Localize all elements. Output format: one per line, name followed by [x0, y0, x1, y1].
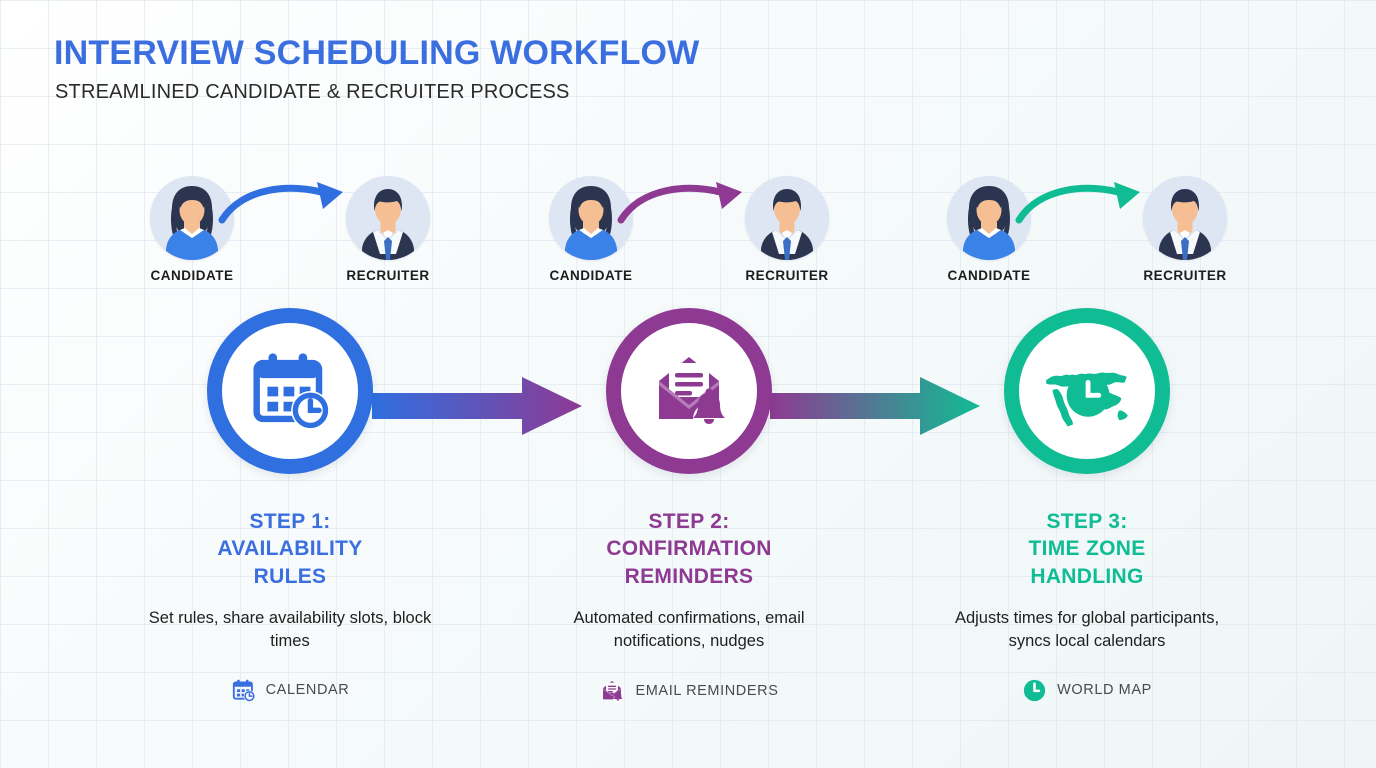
page-title: INTERVIEW SCHEDULING WORKFLOW — [54, 34, 700, 72]
avatar-pair-2: CANDIDATE RECRUITER — [519, 176, 859, 300]
step-title-line2: TIME ZONE — [1028, 537, 1146, 561]
footer-label: WORLD MAP — [1057, 682, 1152, 699]
footer-label: CALENDAR — [265, 682, 350, 699]
step-ring — [1004, 308, 1170, 474]
step-description-1: Set rules, share availability slots, blo… — [148, 608, 432, 651]
step-title-line2: CONFIRMATION — [606, 537, 772, 561]
recruiter-2: RECRUITER — [745, 176, 829, 283]
envelope-bell-icon — [659, 357, 725, 435]
candidate-label: CANDIDATE — [947, 268, 1031, 283]
step-title-2: STEP 2: CONFIRMATION REMINDERS — [519, 508, 859, 590]
calendar-clock-icon — [247, 348, 333, 434]
calendar-clock-icon — [232, 678, 256, 703]
step-title-line3: HANDLING — [1030, 564, 1144, 588]
step-footer-1: CALENDAR — [120, 678, 460, 703]
avatar — [1143, 176, 1227, 260]
step-column-3: CANDIDATE RECRUITER STEP 3: TIME ZONE HA… — [917, 176, 1257, 703]
step-column-1: CANDIDATE RECRUITER STEP 1: AVAILABILITY… — [120, 176, 460, 703]
step-title-line1: STEP 3: — [1046, 510, 1128, 533]
step-icon-2 — [519, 308, 859, 488]
step-title-3: STEP 3: TIME ZONE HANDLING — [917, 508, 1257, 590]
step-icon-1 — [120, 308, 460, 488]
clock-icon — [1022, 678, 1047, 703]
step-title-line3: RULES — [253, 564, 327, 588]
step-title-line2: AVAILABILITY — [217, 537, 363, 561]
step-footer-2: EMAIL REMINDERS — [519, 678, 859, 704]
avatar-pair-1: CANDIDATE RECRUITER — [120, 176, 460, 300]
step-title-1: STEP 1: AVAILABILITY RULES — [120, 508, 460, 590]
step-description-3: Adjusts times for global participants, s… — [954, 608, 1220, 651]
world-map-clock-icon — [1039, 348, 1135, 434]
step-icon-3 — [917, 308, 1257, 488]
recruiter-1: RECRUITER — [346, 176, 430, 283]
avatar — [745, 176, 829, 260]
step-footer-3: WORLD MAP — [917, 678, 1257, 703]
step-column-2: CANDIDATE RECRUITER STEP 2: CONFIRMATION… — [519, 176, 859, 704]
step-description-2: Automated confirmations, email notificat… — [573, 608, 805, 651]
recruiter-label: RECRUITER — [346, 268, 430, 283]
step-ring — [606, 308, 772, 474]
curved-arrow-right-icon — [617, 182, 742, 224]
recruiter-label: RECRUITER — [1143, 268, 1227, 283]
curved-arrow-right-icon — [1015, 182, 1140, 224]
candidate-label: CANDIDATE — [150, 268, 234, 283]
envelope-bell-icon — [603, 680, 624, 704]
candidate-label: CANDIDATE — [549, 268, 633, 283]
avatar — [346, 176, 430, 260]
step-title-line1: STEP 2: — [648, 510, 730, 533]
footer-label: EMAIL REMINDERS — [635, 682, 779, 699]
header: INTERVIEW SCHEDULING WORKFLOW STREAMLINE… — [54, 34, 700, 104]
recruiter-3: RECRUITER — [1143, 176, 1227, 283]
recruiter-label: RECRUITER — [745, 268, 829, 283]
arrow-step2-to-step3 — [770, 377, 980, 435]
page-subtitle: STREAMLINED CANDIDATE & RECRUITER PROCES… — [55, 80, 570, 103]
step-ring — [207, 308, 373, 474]
avatar-pair-3: CANDIDATE RECRUITER — [917, 176, 1257, 300]
arrow-step1-to-step2 — [372, 377, 582, 435]
step-title-line1: STEP 1: — [249, 510, 331, 533]
step-title-line3: REMINDERS — [624, 564, 754, 588]
curved-arrow-right-icon — [218, 182, 343, 224]
